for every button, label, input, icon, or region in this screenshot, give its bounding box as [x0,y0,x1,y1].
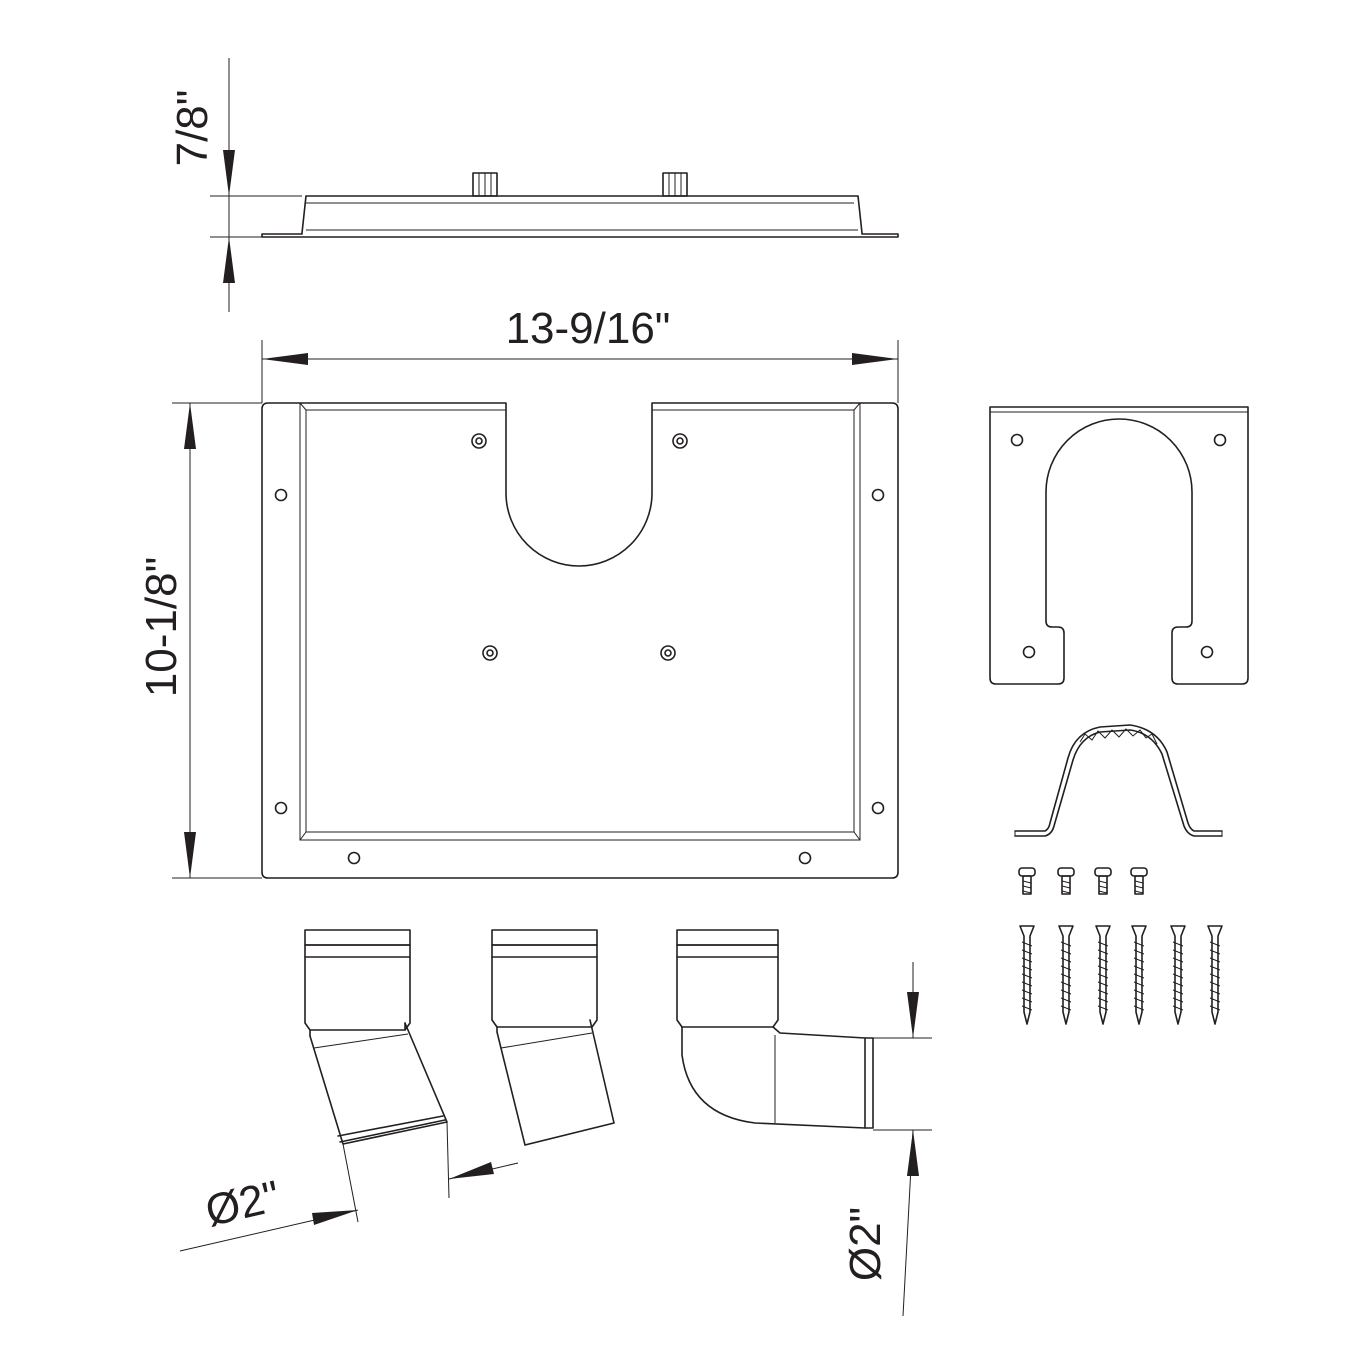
pipe-strap [1014,724,1223,837]
wood-screws [1019,925,1223,1025]
bracket-plate [989,406,1249,685]
angled-outlet-large [304,929,448,1145]
angled-outlet-small [491,929,615,1146]
angled-diameter-dimension: Ø2" [179,1121,519,1252]
angled-diameter-label: Ø2" [201,1172,284,1236]
bolts [1018,867,1148,895]
width-dimension: 13-9/16" [261,304,899,403]
elbow-outlet [676,929,874,1129]
elbow-diameter-label: Ø2" [841,1207,890,1281]
elbow-diameter-dimension: Ø2" [841,962,932,1317]
width-label: 13-9/16" [506,304,671,353]
height-label: 7/8" [168,90,217,167]
depth-label: 10-1/8" [137,557,186,697]
tray-side-view [261,172,899,238]
height-dimension: 7/8" [168,58,302,312]
depth-dimension: 10-1/8" [137,402,262,879]
tray-top-view [261,402,899,879]
